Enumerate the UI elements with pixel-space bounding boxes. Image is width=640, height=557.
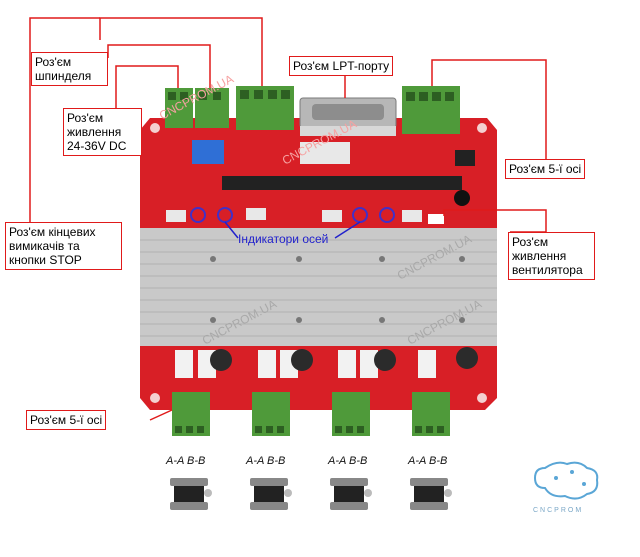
motor-pin-label: A-A B-B [328,455,368,467]
label-fan-connector: Роз'єм живлення вентилятора [508,232,595,280]
spindle-connector [165,88,229,128]
capacitor [454,190,470,206]
dip-switch [322,210,342,222]
stepper-motor-icon [170,478,212,510]
axis-indicator [190,207,206,223]
dip-switch [246,208,266,220]
label-axis5-bottom: Роз'єм 5-ї осі [26,410,107,430]
stepper-motor-icon [250,478,292,510]
dip-switch [166,210,186,222]
components-bottom [175,347,478,378]
stepper-motor-icon [410,478,452,510]
label-lpt-connector: Роз'єм LPT-порту [289,56,394,76]
axis-indicators-label: Індикатори осей [238,232,329,246]
motor-connector-4 [412,392,450,436]
mount-hole [150,123,160,133]
chip [300,142,350,164]
mount-hole [477,393,487,403]
brain-circuit-icon [533,461,599,500]
motor-connector-3 [332,392,370,436]
dip-switch [402,210,422,222]
ic-row [222,176,462,190]
mount-hole [150,393,160,403]
stepper-motor-icon [330,478,372,510]
motor-connector-2 [252,392,290,436]
chip [455,150,475,166]
mount-hole [477,123,487,133]
lpt-port [299,97,397,136]
limit-switch-connector [236,86,294,130]
motor-pin-label: A-A B-B [408,455,448,467]
motor-connector-1 [172,392,210,436]
axis5-top-connector [402,86,460,134]
indicator-arrows [224,221,361,239]
heatsink [140,228,497,346]
relay [192,140,224,164]
label-power-connector: Роз'єм живлення 24-36V DC [63,108,142,156]
label-spindle-connector: Роз'єм шпинделя [31,52,108,86]
motor-pin-label: A-A B-B [246,455,286,467]
label-limit-switch-connector: Роз'єм кінцевих вимикачів та кнопки STOP [5,222,122,270]
axis-indicator [379,207,395,223]
label-axis5-right: Роз'єм 5-ї осі [505,159,586,179]
logo-text: CNCPROM [533,507,584,514]
fan-connector [428,214,444,224]
motor-pin-label: A-A B-B [166,455,206,467]
